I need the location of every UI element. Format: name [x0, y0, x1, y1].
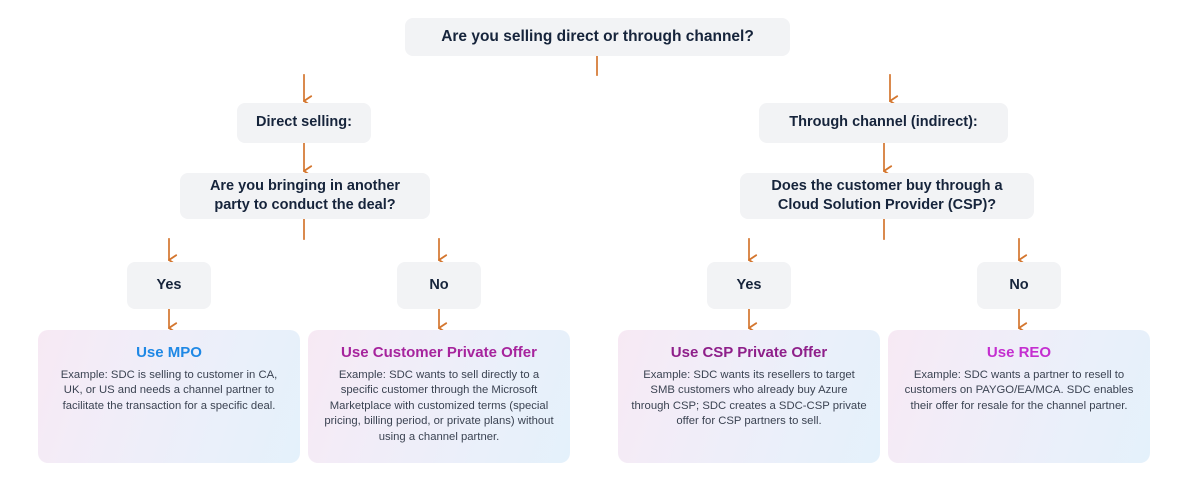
- right-no-label: No: [1009, 276, 1029, 293]
- left-yes-label: Yes: [156, 276, 182, 293]
- outcome-card-body: Example: SDC wants its resellers to targ…: [631, 368, 867, 428]
- outcome-card-title: Use Customer Private Offer: [341, 344, 537, 361]
- left-branch-stage1-node[interactable]: Direct selling:: [237, 103, 371, 143]
- right-branch-question-node[interactable]: Does the customer buy through a Cloud So…: [740, 173, 1034, 219]
- left-branch-question-node[interactable]: Are you bringing in another party to con…: [180, 173, 430, 219]
- left-no-label: No: [429, 276, 449, 293]
- right-branch-question-label: Does the customer buy through a Cloud So…: [771, 177, 1003, 213]
- outcome-card-body: Example: SDC is selling to customer in C…: [60, 368, 278, 412]
- right-yes-label: Yes: [736, 276, 762, 293]
- outcome-card-mpo[interactable]: Use MPO Example: SDC is selling to custo…: [38, 330, 300, 463]
- left-yes-node[interactable]: Yes: [127, 262, 211, 309]
- left-no-node[interactable]: No: [397, 262, 481, 309]
- right-branch-stage1-label: Through channel (indirect):: [789, 114, 978, 131]
- left-branch-question-label: Are you bringing in another party to con…: [209, 177, 401, 213]
- root-question-node[interactable]: Are you selling direct or through channe…: [405, 18, 790, 56]
- outcome-card-reo[interactable]: Use REO Example: SDC wants a partner to …: [888, 330, 1150, 463]
- outcome-card-customer-private-offer[interactable]: Use Customer Private Offer Example: SDC …: [308, 330, 570, 463]
- right-no-node[interactable]: No: [977, 262, 1061, 309]
- outcome-card-title: Use CSP Private Offer: [670, 344, 828, 361]
- outcome-card-body: Example: SDC wants a partner to resell t…: [904, 368, 1134, 412]
- outcome-card-csp-private-offer[interactable]: Use CSP Private Offer Example: SDC wants…: [618, 330, 880, 463]
- outcome-card-title: Use MPO: [136, 344, 202, 361]
- right-yes-node[interactable]: Yes: [707, 262, 791, 309]
- outcome-card-body: Example: SDC wants to sell directly to a…: [324, 368, 554, 444]
- right-branch-stage1-node[interactable]: Through channel (indirect):: [759, 103, 1008, 143]
- root-question-label: Are you selling direct or through channe…: [441, 27, 754, 45]
- outcome-card-title: Use REO: [986, 344, 1052, 361]
- left-branch-stage1-label: Direct selling:: [256, 114, 352, 131]
